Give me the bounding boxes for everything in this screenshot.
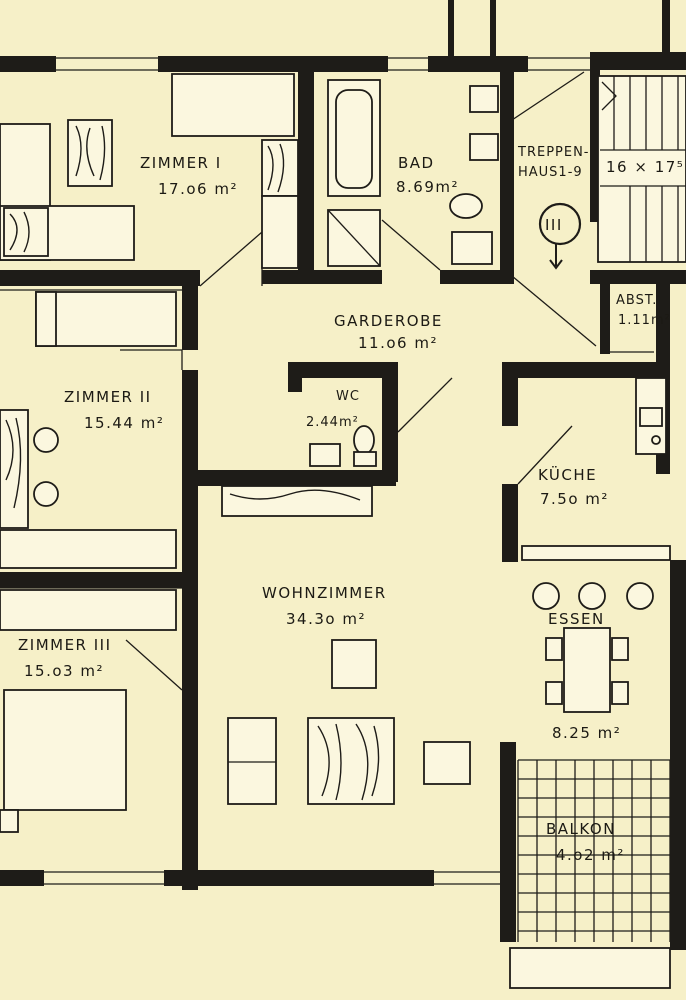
stair-steps-label: 16 × 17⁵ (606, 158, 684, 176)
bad-area: 8.69m² (396, 178, 459, 196)
zimmer1-area: 17.o6 m² (158, 180, 238, 198)
balkon-name: BALKON (546, 820, 616, 838)
abst-area: 1.11m² (618, 313, 671, 328)
balkon-planter (509, 947, 671, 989)
zimmer3-furniture (0, 589, 177, 833)
balkon-area: 4.o2 m² (556, 846, 625, 864)
treppenhaus-number: HAUS1-9 (518, 165, 583, 180)
kueche-area: 7.5o m² (540, 490, 609, 508)
bad-name: BAD (398, 154, 435, 172)
treppenhaus-name: TREPPEN- (517, 145, 590, 160)
wc-name: WC (336, 389, 360, 404)
zimmer1-furniture (0, 73, 299, 269)
kueche-furniture (521, 377, 671, 561)
zimmer2-name: ZIMMER II (64, 388, 152, 406)
zimmer2-furniture (0, 291, 177, 569)
zimmer3-area: 15.o3 m² (24, 662, 104, 680)
essen-furniture (532, 582, 654, 713)
essen-name: ESSEN (548, 610, 605, 628)
balkon-tiles (517, 759, 671, 942)
zimmer2-area: 15.44 m² (84, 414, 164, 432)
room-labels: ZIMMER I 17.o6 m² BAD 8.69m² TREPPEN- HA… (18, 145, 684, 864)
garderobe-name: GARDEROBE (334, 312, 443, 330)
garderobe-area: 11.o6 m² (358, 334, 438, 352)
door-swings (120, 71, 654, 691)
apartment-marker: III (538, 202, 582, 270)
wohnzimmer-name: WOHNZIMMER (262, 584, 387, 602)
essen-area: 8.25 m² (552, 724, 621, 742)
abst-name: ABST. (616, 293, 657, 308)
windows (0, 57, 590, 885)
wc-area: 2.44m² (306, 415, 359, 430)
apartment-marker-label: III (545, 216, 563, 234)
zimmer1-name: ZIMMER I (140, 154, 222, 172)
zimmer3-name: ZIMMER III (18, 636, 112, 654)
bad-furniture (327, 79, 499, 267)
wc-furniture (309, 425, 377, 467)
wohnzimmer-area: 34.3o m² (286, 610, 366, 628)
kueche-name: KÜCHE (538, 465, 597, 484)
staircase (597, 75, 686, 263)
wohnzimmer-furniture (221, 485, 471, 805)
